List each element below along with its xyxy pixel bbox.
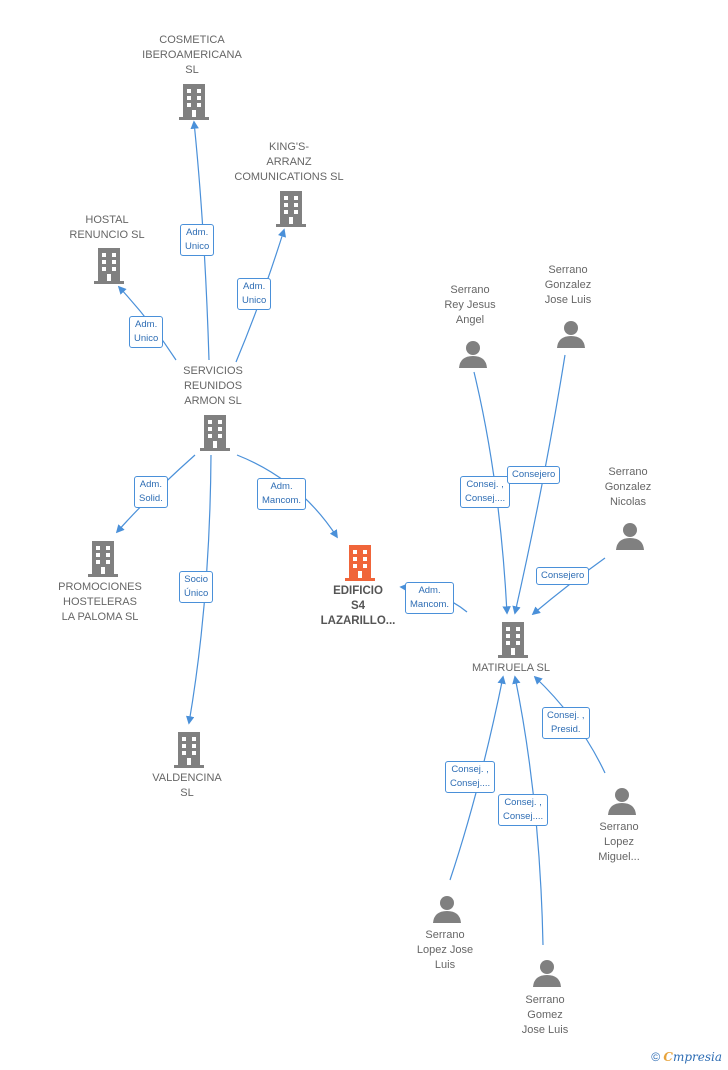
person-icon[interactable] [458, 339, 488, 369]
node-label-p-miguel[interactable]: Serrano Lopez Miguel... [598, 821, 640, 863]
edge-label-socio-unico[interactable]: Socio Único [179, 571, 214, 603]
edge-label-consej[interactable]: Consej. , Consej.... [498, 794, 549, 826]
node-label-kings[interactable]: KING'S- ARRANZ COMUNICATIONS SL [234, 141, 344, 183]
brand-logo[interactable]: Cmpresia [663, 1050, 722, 1064]
building-icon[interactable] [178, 84, 210, 120]
building-icon[interactable] [497, 622, 529, 658]
node-label-hostal[interactable]: HOSTAL RENUNCIO SL [69, 214, 145, 241]
edge-label-adm-mancom[interactable]: Adm. Mancom. [405, 582, 455, 614]
node-label-p-gonzalez-jl[interactable]: Serrano Gonzalez Jose Luis [544, 264, 592, 306]
node-label-p-rey[interactable]: Serrano Rey Jesus Angel [444, 284, 496, 326]
edge-label-consej-presid[interactable]: Consej. , Presid. [542, 707, 590, 739]
building-icon-focus[interactable] [344, 545, 376, 581]
building-icon[interactable] [87, 541, 119, 577]
person-icon[interactable] [532, 958, 562, 988]
node-label-servicios[interactable]: SERVICIOS REUNIDOS ARMON SL [183, 365, 243, 407]
building-icon[interactable] [199, 415, 231, 451]
edge-label-consejero[interactable]: Consejero [507, 466, 561, 484]
edge-label-adm-unico[interactable]: Adm. Unico [180, 224, 215, 256]
node-label-p-gomez[interactable]: Serrano Gomez Jose Luis [521, 994, 569, 1036]
edge-label-consejero[interactable]: Consejero [536, 567, 590, 585]
person-icon[interactable] [432, 894, 462, 924]
building-icon[interactable] [173, 732, 205, 768]
building-icon[interactable] [275, 191, 307, 227]
node-label-cosmetica[interactable]: COSMETICA IBEROAMERICANA SL [142, 34, 242, 76]
edge-label-consej[interactable]: Consej. , Consej.... [445, 761, 496, 793]
edge-label-adm-mancom[interactable]: Adm. Mancom. [257, 478, 307, 510]
node-label-p-lopez-jl[interactable]: Serrano Lopez Jose Luis [416, 929, 474, 971]
copyright-icon: © [651, 1050, 661, 1064]
node-label-promociones[interactable]: PROMOCIONES HOSTELERAS LA PALOMA SL [58, 581, 142, 623]
footer-credit: © Cmpresia [651, 1050, 722, 1064]
node-label-edificio[interactable]: EDIFICIO S4 LAZARILLO... [320, 585, 396, 627]
person-icon[interactable] [607, 786, 637, 816]
edge-label-adm-unico[interactable]: Adm. Unico [237, 278, 272, 310]
node-label-valdencina[interactable]: VALDENCINA SL [152, 772, 222, 799]
edge-label-consej[interactable]: Consej. , Consej.... [460, 476, 511, 508]
edge-label-adm-solid[interactable]: Adm. Solid. [134, 476, 168, 508]
person-icon[interactable] [556, 319, 586, 349]
edge-label-adm-unico[interactable]: Adm. Unico [129, 316, 164, 348]
node-label-matiruela[interactable]: MATIRUELA SL [471, 662, 551, 674]
node-label-p-nicolas[interactable]: Serrano Gonzalez Nicolas [604, 466, 652, 508]
person-icon[interactable] [615, 521, 645, 551]
building-icon[interactable] [93, 248, 125, 284]
